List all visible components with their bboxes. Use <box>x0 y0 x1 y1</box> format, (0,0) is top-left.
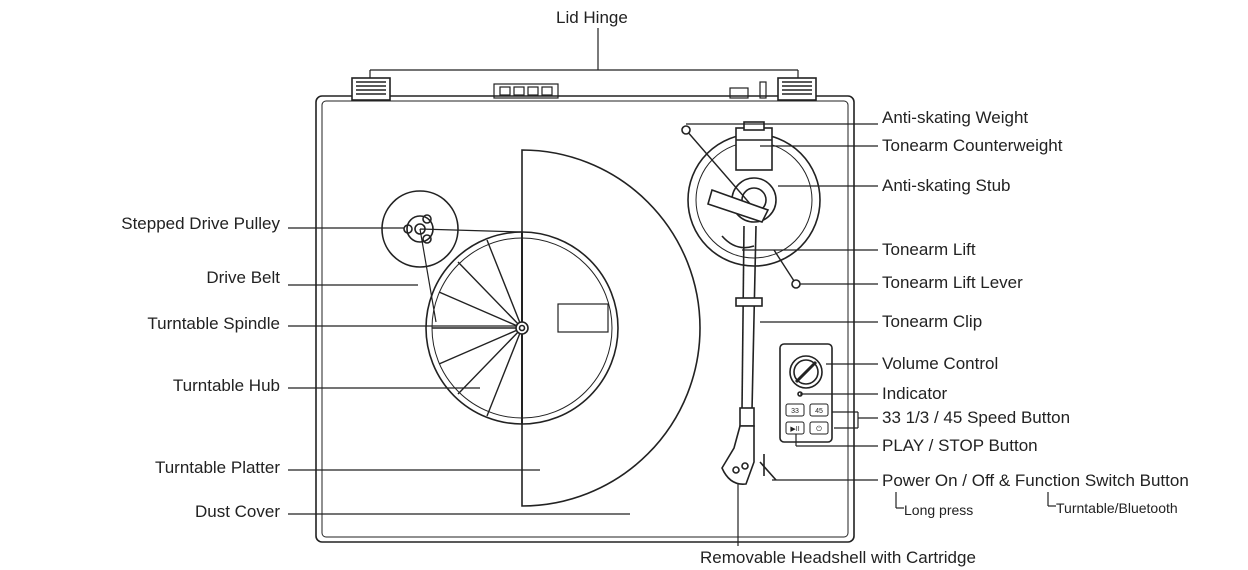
label-turntable-hub: Turntable Hub <box>172 376 280 395</box>
label-turntable-platter: Turntable Platter <box>154 458 280 477</box>
record-label-window <box>557 303 609 333</box>
svg-text:⏻: ⏻ <box>816 425 822 433</box>
hub-spokes <box>432 239 523 417</box>
drive-belt <box>419 228 523 323</box>
svg-text:45: 45 <box>815 408 823 415</box>
label-turntable-spindle: Turntable Spindle <box>147 314 280 333</box>
lid-hinge-left <box>351 77 391 101</box>
power-button[interactable]: ⏻ <box>809 421 829 435</box>
label-dust-cover: Dust Cover <box>194 502 280 521</box>
turntable-body-inner <box>321 100 849 538</box>
label-indicator: Indicator <box>882 384 948 403</box>
label-stepped-drive-pulley: Stepped Drive Pulley <box>121 214 280 233</box>
anti-skating-arm <box>685 129 753 207</box>
svg-text:33: 33 <box>791 408 799 415</box>
label-tonearm-clip: Tonearm Clip <box>882 312 983 331</box>
rear-connectors <box>493 81 767 99</box>
tonearm <box>707 188 770 427</box>
label-play-stop-button: PLAY / STOP Button <box>882 436 1038 455</box>
turntable-platter-outline <box>521 149 701 507</box>
label-power-button: Power On / Off & Function Switch Button <box>882 471 1189 490</box>
speed-45-button[interactable]: 45 <box>809 403 829 417</box>
label-anti-skating-weight: Anti-skating Weight <box>882 108 1029 127</box>
label-speed-button: 33 1/3 / 45 Speed Button <box>882 408 1071 427</box>
svg-text:▶II: ▶II <box>790 426 799 433</box>
label-volume-control: Volume Control <box>882 354 999 373</box>
turntable-spindle <box>515 321 529 335</box>
label-anti-skating-stub: Anti-skating Stub <box>882 176 1011 195</box>
label-turntable-bluetooth: Turntable/Bluetooth <box>1056 500 1178 516</box>
control-panel <box>779 343 833 443</box>
label-tonearm-lift-lever: Tonearm Lift Lever <box>882 273 1023 292</box>
leader-lines <box>288 28 1056 546</box>
play-stop-button[interactable]: ▶II <box>785 421 805 435</box>
speed-33-button[interactable]: 33 <box>785 403 805 417</box>
label-lid-hinge: Lid Hinge <box>556 8 628 27</box>
label-tonearm-lift: Tonearm Lift <box>882 240 976 259</box>
turntable-body <box>315 95 855 543</box>
tonearm-lift-lever <box>721 235 801 289</box>
label-removable-headshell: Removable Headshell with Cartridge <box>700 548 976 567</box>
tonearm-counterweight <box>735 121 773 171</box>
lid-hinge-right <box>777 77 817 101</box>
label-long-press: Long press <box>904 502 974 518</box>
label-tonearm-counterweight: Tonearm Counterweight <box>882 136 1063 155</box>
removable-headshell <box>721 425 777 485</box>
label-drive-belt: Drive Belt <box>206 268 280 287</box>
